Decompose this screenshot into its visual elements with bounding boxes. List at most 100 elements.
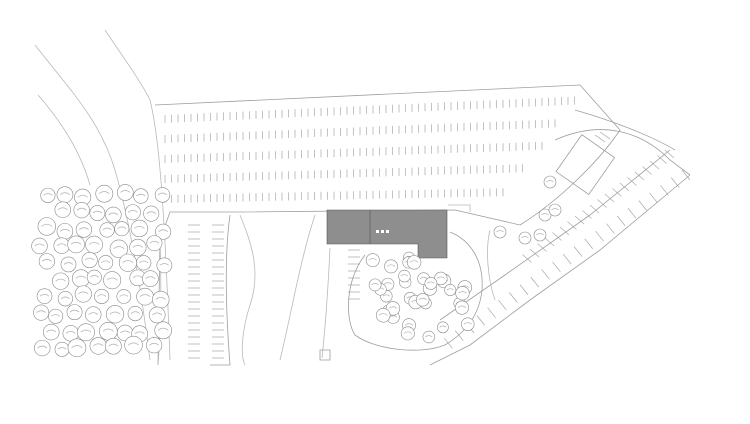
tree-texture [102,227,112,231]
tree-symbol [124,204,141,221]
tree-symbol [116,289,132,304]
tree-texture [117,226,127,230]
tree-symbol [103,271,122,290]
tree-symbol [54,201,71,218]
parking-stall-line [627,177,637,186]
parking-stall-line [476,315,486,326]
tree-texture [152,312,163,316]
parking-stall-line [541,269,550,280]
tree-symbol [461,317,475,331]
tree-texture [139,294,151,298]
tree-texture [139,260,149,264]
tree-symbol [406,255,422,270]
parking-stall-line [522,254,532,263]
tree-symbol [89,337,107,355]
tree-texture [458,291,467,294]
parking-stall-line [670,177,680,188]
tree-texture [155,297,167,300]
tree-symbol [37,217,56,236]
parking-stall-line [454,330,464,341]
tree-symbol [95,184,114,203]
tree-texture [51,314,61,317]
parking-stall-line [642,166,652,175]
tree-texture [378,313,388,316]
tree-texture [496,230,504,233]
tree-texture [128,209,138,213]
tree-symbol [75,221,92,238]
tree-texture [41,258,52,262]
tree-texture [146,211,157,214]
parking-stall-line [552,261,561,273]
tree-symbol [89,205,106,221]
tree-symbol [57,291,73,307]
tree-symbol [36,288,53,304]
tree-texture [88,242,100,245]
tree-texture [120,190,131,193]
tree-texture [101,260,111,263]
tree-symbol [375,308,391,323]
tree-symbol [455,286,470,301]
tree-texture [145,276,156,279]
parking-stall-line [519,284,529,295]
tree-texture [88,312,99,315]
parking-stall-line [559,226,570,236]
tree-texture [108,343,119,347]
tree-texture [382,294,391,297]
tree-texture [102,328,114,332]
tree-texture [149,240,160,244]
tree-texture [98,191,110,195]
tree-symbol [86,269,102,285]
tree-symbol [146,235,163,252]
tree-texture [386,264,396,267]
tree-symbol [114,221,130,237]
tree-texture [409,260,419,263]
tree-symbol [56,223,74,240]
tree-texture [106,277,118,281]
tree-texture [75,275,87,279]
access-road [429,109,691,366]
parking-stall-line [544,237,555,247]
parking-stall-line [612,188,622,197]
tree-symbol [538,208,552,222]
tree-texture [439,325,447,328]
tree-texture [39,293,50,297]
tree-symbol [33,304,50,321]
parking-stalls [164,96,691,359]
parking-stall-line [537,243,547,252]
tree-texture [122,260,134,264]
tree-texture [149,342,160,346]
tree-texture [71,345,83,349]
tree-texture [113,246,125,250]
tree-texture [427,281,435,284]
tree-symbol [143,205,160,222]
tree-texture [536,233,544,236]
tree-symbol [136,287,154,306]
tree-symbol [148,306,166,324]
tree-symbol [31,237,48,255]
tree-symbol [52,272,70,290]
tree-texture [57,207,68,211]
parking-stall-line [649,192,658,204]
parking-stall-line [529,248,540,258]
tree-symbol [156,257,173,274]
tree-symbol [444,284,457,296]
tree-texture [37,345,48,349]
tree-texture [46,329,57,333]
tree-texture [56,243,67,247]
tree-symbol [85,306,102,323]
tree-texture [541,213,549,216]
tree-texture [69,309,80,313]
tree-symbol [136,255,152,271]
tree-canopy [31,175,562,358]
tree-symbol [77,323,95,342]
tree-symbol [81,252,98,269]
tree-symbol [56,186,74,203]
tree-symbol [127,305,143,322]
tree-texture [436,276,445,279]
tree-symbol [105,206,122,224]
tree-symbol [384,259,398,274]
parking-stall-line [604,193,615,203]
tree-symbol [53,237,70,254]
parking-stall-line [634,171,645,181]
